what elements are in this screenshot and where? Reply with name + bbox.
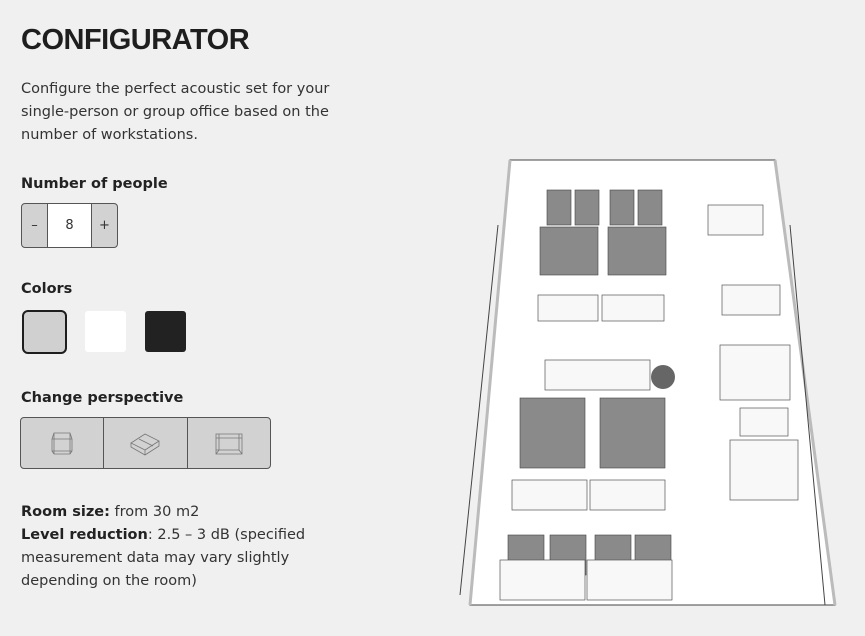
decrement-button[interactable]: – [31,218,38,233]
side-view-cube-icon [215,433,243,455]
office-room-illustration [459,159,837,606]
colors-label: Colors [21,281,73,297]
people-stepper: – 8 + [21,203,118,248]
color-swatch-grey[interactable] [22,310,67,354]
perspective-top-button[interactable] [103,418,186,468]
level-reduction-value: : 2.5 – 3 dB (specified measurement data… [21,527,306,589]
perspective-selector [20,417,271,469]
page-title: CONFIGURATOR [21,24,250,56]
perspective-label: Change perspective [21,390,184,406]
increment-button[interactable]: + [99,218,110,233]
perspective-side-button[interactable] [186,418,270,468]
room-size-label: Room size: [21,504,110,520]
room-info: Room size: from 30 m2 Level reduction: 2… [21,501,366,593]
people-label: Number of people [21,176,168,192]
plant-icon [651,365,675,389]
perspective-front-button[interactable] [21,418,103,468]
color-swatch-white[interactable] [85,311,126,352]
front-view-cube-icon [51,432,73,455]
color-swatch-black[interactable] [145,311,186,352]
intro-text: Configure the perfect acoustic set for y… [21,81,330,143]
top-view-cube-icon [130,433,161,456]
level-reduction-label: Level reduction [21,527,148,543]
people-input[interactable]: 8 [47,204,92,247]
room-size-value: from 30 m2 [109,504,200,520]
